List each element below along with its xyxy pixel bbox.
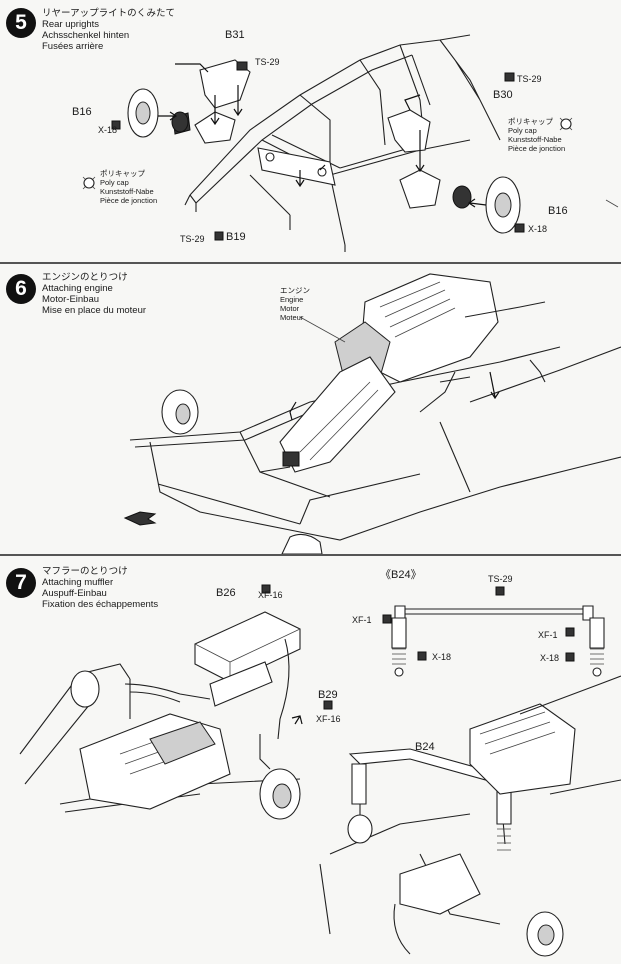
label-b30: B30 xyxy=(493,89,513,101)
label-polycap-de: Kunststoff-Nabe xyxy=(100,187,154,196)
label-b16-right: B16 xyxy=(548,205,568,217)
muffler-install-illustration xyxy=(0,554,621,964)
step-title-de: Achsschenkel hinten xyxy=(42,30,130,41)
step-title-fr: Fixation des échappements xyxy=(42,599,159,610)
step-title-jp: マフラーのとりつけ xyxy=(42,566,128,577)
step-title-en: Attaching engine xyxy=(42,283,113,294)
step-title-en: Rear uprights xyxy=(42,19,100,30)
label-b29: B29 xyxy=(318,689,338,701)
step-5-section: 5 リヤーアップライトのくみたて Rear uprights Achsschen… xyxy=(0,0,621,262)
label-polycap-jp: ポリキャップ xyxy=(100,169,145,178)
label-polycap2-en: Poly cap xyxy=(508,126,537,135)
step-number: 6 xyxy=(6,274,36,304)
label-polycap2-fr: Pièce de jonction xyxy=(508,144,566,153)
step-number: 7 xyxy=(6,568,36,598)
label-polycap-fr: Pièce de jonction xyxy=(100,196,158,205)
step-title-de: Motor-Einbau xyxy=(42,294,100,305)
label-x18-right: X-18 xyxy=(528,224,548,234)
engine-install-illustration xyxy=(0,262,621,554)
label-xf1-left: XF-1 xyxy=(352,615,372,625)
label-ts29-top: TS-29 xyxy=(255,57,280,67)
rear-upright-illustration xyxy=(0,0,621,262)
label-b24: B24 xyxy=(415,741,435,753)
step-number: 5 xyxy=(6,8,36,38)
label-polycap2-jp: ポリキャップ xyxy=(508,117,553,126)
step-title-block: エンジンのとりつけ Attaching engine Motor-Einbau … xyxy=(42,272,146,316)
label-ts29-right: TS-29 xyxy=(517,74,542,84)
label-engine-de: Motor xyxy=(280,304,300,313)
section-divider xyxy=(0,262,621,264)
label-engine-jp: エンジン xyxy=(280,286,310,295)
label-xf16-top: XF-16 xyxy=(258,590,283,600)
step-7-section: 7 マフラーのとりつけ Attaching muffler Auspuff-Ei… xyxy=(0,554,621,964)
step-title-jp: リヤーアップライトのくみたて xyxy=(42,8,176,19)
label-b31: B31 xyxy=(225,29,245,41)
label-b16-left: B16 xyxy=(72,106,92,118)
label-b19: B19 xyxy=(226,231,246,243)
label-ts29: TS-29 xyxy=(488,574,513,584)
label-ts29-bottom: TS-29 xyxy=(180,234,205,244)
step-title-block: リヤーアップライトのくみたて Rear uprights Achsschenke… xyxy=(42,8,175,52)
step-6-section: 6 エンジンのとりつけ Attaching engine Motor-Einba… xyxy=(0,262,621,554)
label-polycap2-de: Kunststoff-Nabe xyxy=(508,135,562,144)
step-title-jp: エンジンのとりつけ xyxy=(42,272,128,283)
label-x18-right: X-18 xyxy=(540,653,560,663)
label-x18-left: X-18 xyxy=(432,652,452,662)
step-title-en: Attaching muffler xyxy=(42,577,114,588)
label-xf1-right: XF-1 xyxy=(538,630,558,640)
label-engine-en: Engine xyxy=(280,295,304,304)
step-title-fr: Fusées arrière xyxy=(42,41,104,52)
step-title-block: マフラーのとりつけ Attaching muffler Auspuff-Einb… xyxy=(42,566,158,610)
label-engine-fr: Moteur xyxy=(280,313,304,322)
label-polycap-en: Poly cap xyxy=(100,178,129,187)
section-divider xyxy=(0,554,621,556)
step-title-de: Auspuff-Einbau xyxy=(42,588,107,599)
label-b24-bracket: 《B24》 xyxy=(380,569,422,581)
label-xf16-mid: XF-16 xyxy=(316,714,341,724)
label-b26: B26 xyxy=(216,587,236,599)
label-x18-left: X-18 xyxy=(98,125,118,135)
step-title-fr: Mise en place du moteur xyxy=(42,305,147,316)
